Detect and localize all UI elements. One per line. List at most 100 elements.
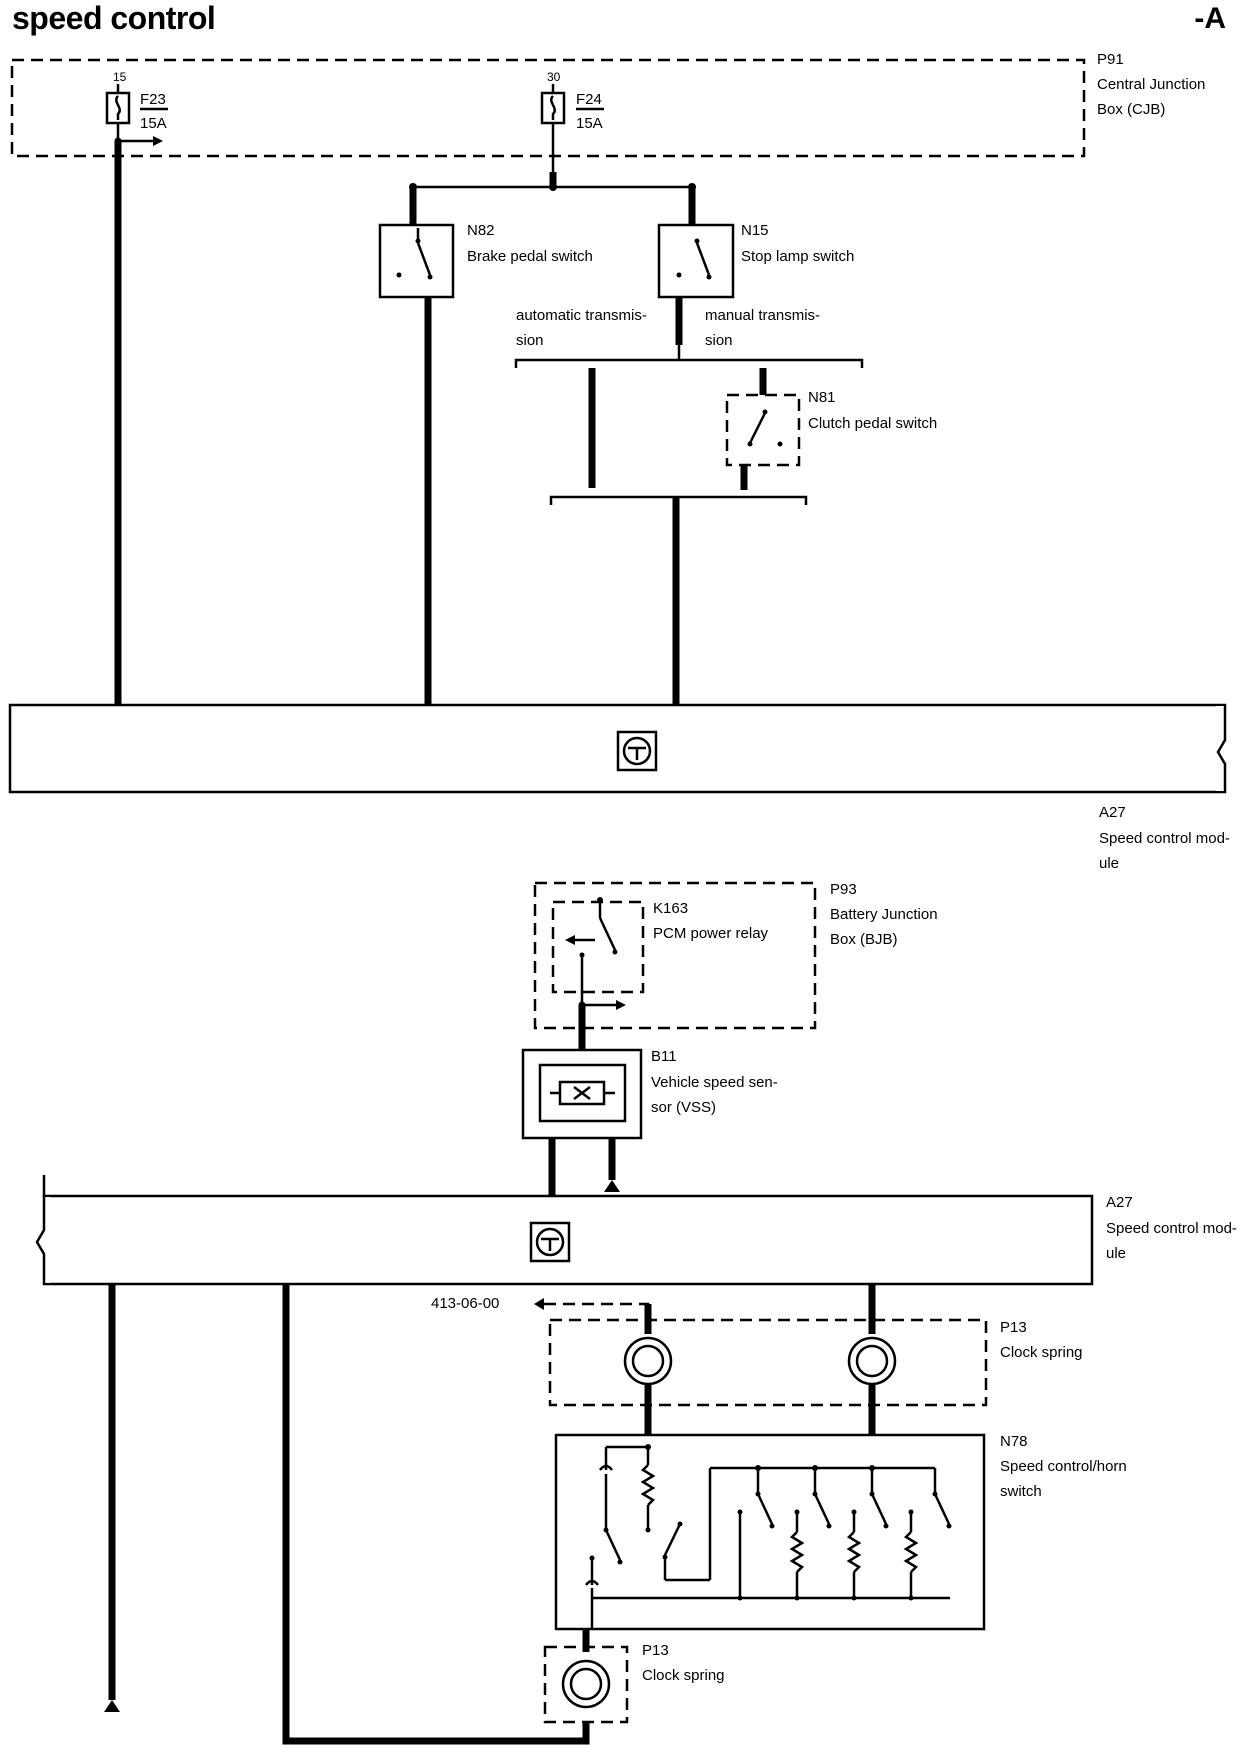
speed-control-horn-switch[interactable]: N78 Speed control/horn switch [554, 1433, 1127, 1631]
brake-switch-name: Brake pedal switch [467, 248, 593, 265]
module-top-body [8, 703, 1227, 794]
cjb-name-2: Box (CJB) [1097, 101, 1165, 118]
stop-lamp-switch-name: Stop lamp switch [741, 248, 854, 265]
auto-trans-label-1: automatic transmis- [516, 307, 647, 324]
speed-control-module-bottom[interactable]: A27 Speed control mod- ule [35, 1175, 1237, 1286]
clock-spring-top-ref: P13 [1000, 1319, 1027, 1336]
horn-switch-name-1: Speed control/horn [1000, 1458, 1127, 1475]
switch-contact-icon [870, 1493, 888, 1525]
fuse-f23[interactable]: 15 F23 15A [105, 70, 168, 146]
fuse-f23-rating: 15A [140, 115, 167, 132]
clock-spring-top-outline [548, 1318, 988, 1407]
switch-contact-icon [695, 242, 711, 276]
switch-contact-icon [933, 1493, 951, 1525]
return-loop-wire[interactable] [282, 1284, 590, 1745]
relay-body [551, 900, 645, 994]
stop-lamp-switch-body [657, 223, 735, 299]
switch-contact-icon [756, 1493, 774, 1525]
cjb-ref: P91 [1097, 51, 1124, 68]
brake-switch-body [378, 223, 455, 299]
vss-name-1: Vehicle speed sen- [651, 1074, 778, 1091]
arrow-right-icon [616, 1000, 626, 1010]
switch-contact-icon [748, 412, 767, 444]
fuse-f23-ref: F23 [140, 91, 166, 108]
bjb-name-1: Battery Junction [830, 906, 938, 923]
module-top-name-2: ule [1099, 855, 1119, 872]
stop-lamp-switch-ref: N15 [741, 222, 769, 239]
fuse-f24[interactable]: 30 F24 15A [540, 70, 604, 172]
upper-bracket [514, 358, 864, 368]
switch-contact-icon [813, 1493, 831, 1525]
bjb-name-2: Box (BJB) [830, 931, 898, 948]
cjb-name-1: Central Junction [1097, 76, 1205, 93]
clutch-switch-name: Clutch pedal switch [808, 415, 937, 432]
manual-trans-label-1: manual transmis- [705, 307, 820, 324]
clock-spring-bottom-name: Clock spring [642, 1667, 725, 1684]
module-top-name-1: Speed control mod- [1099, 830, 1230, 847]
resistor-icon [846, 1531, 862, 1573]
fuse-icon [550, 95, 556, 120]
arrow-left-icon [534, 1298, 544, 1310]
auto-trans-label-2: sion [516, 332, 544, 349]
bjb-ref: P93 [830, 881, 857, 898]
clock-spring-bottom-outline [543, 1645, 629, 1724]
transmission-branch: automatic transmis- sion manual transmis… [514, 307, 864, 705]
speed-control-module-top[interactable]: A27 Speed control mod- ule [8, 703, 1236, 872]
horn-switch-name-2: switch [1000, 1483, 1042, 1500]
page-title: speed control [12, 0, 216, 36]
break-mark [35, 1175, 46, 1284]
relay-ref: K163 [653, 900, 688, 917]
clutch-pedal-switch[interactable]: N81 Clutch pedal switch [725, 368, 937, 490]
fuse-f24-pin: 30 [547, 70, 561, 84]
cjb-outline [10, 58, 1086, 158]
electronic-module-icon [535, 1227, 565, 1257]
stop-lamp-switch[interactable]: N15 Stop lamp switch [657, 187, 854, 345]
switch-contact-icon [416, 242, 432, 276]
arrow-right-icon [153, 136, 163, 146]
resistor-icon [640, 1464, 656, 1506]
bjb-outline [533, 881, 817, 1030]
fuse-icon [115, 95, 121, 120]
electronic-module-icon [622, 736, 652, 766]
switch-contact-icon [663, 1523, 682, 1556]
cross-reference[interactable]: 413-06-00 [431, 1295, 650, 1334]
manual-trans-label-2: sion [705, 332, 733, 349]
vss-name-2: sor (VSS) [651, 1099, 716, 1116]
vehicle-speed-sensor[interactable]: B11 Vehicle speed sen- sor (VSS) [521, 1048, 778, 1196]
pcm-power-relay[interactable]: K163 PCM power relay [551, 897, 769, 1050]
resistor-icon [903, 1531, 919, 1573]
relay-name: PCM power relay [653, 925, 769, 942]
brake-switch-ref: N82 [467, 222, 495, 239]
vss-ref: B11 [651, 1048, 677, 1065]
module-bottom-ref: A27 [1106, 1194, 1133, 1211]
fuse-f24-rating: 15A [576, 115, 603, 132]
fuse-f24-ref: F24 [576, 91, 602, 108]
central-junction-box[interactable]: P91 Central Junction Box (CJB) [10, 51, 1205, 158]
ground-icon [604, 1180, 620, 1192]
battery-junction-box[interactable]: P93 Battery Junction Box (BJB) [533, 881, 938, 1030]
clock-spring-top[interactable]: P13 Clock spring [548, 1284, 1083, 1435]
clock-spring-bottom-ref: P13 [642, 1642, 669, 1659]
f24-distribution-wire[interactable] [409, 172, 696, 191]
horn-switch-body [554, 1433, 986, 1631]
module-top-ref: A27 [1099, 804, 1126, 821]
horn-switch-ref: N78 [1000, 1433, 1028, 1450]
fuse-f23-pin: 15 [113, 70, 127, 84]
module-bottom-name-2: ule [1106, 1245, 1126, 1262]
clock-spring-bottom[interactable]: P13 Clock spring [543, 1629, 725, 1724]
switch-contact-icon [604, 1529, 622, 1561]
clutch-switch-ref: N81 [808, 389, 836, 406]
relay-contact-icon [598, 917, 617, 951]
sheet-id: -A [1194, 2, 1226, 35]
module-bottom-name-1: Speed control mod- [1106, 1220, 1237, 1237]
break-mark [1216, 705, 1227, 792]
ground-icon [104, 1700, 120, 1712]
resistor-icon [789, 1531, 805, 1573]
clock-spring-top-name: Clock spring [1000, 1344, 1083, 1361]
clock-spring-icon [561, 1659, 611, 1709]
clutch-switch-body [725, 393, 801, 467]
arrow-left-icon [565, 935, 575, 945]
cross-ref-label: 413-06-00 [431, 1295, 499, 1312]
brake-pedal-switch[interactable]: N82 Brake pedal switch [378, 187, 593, 705]
